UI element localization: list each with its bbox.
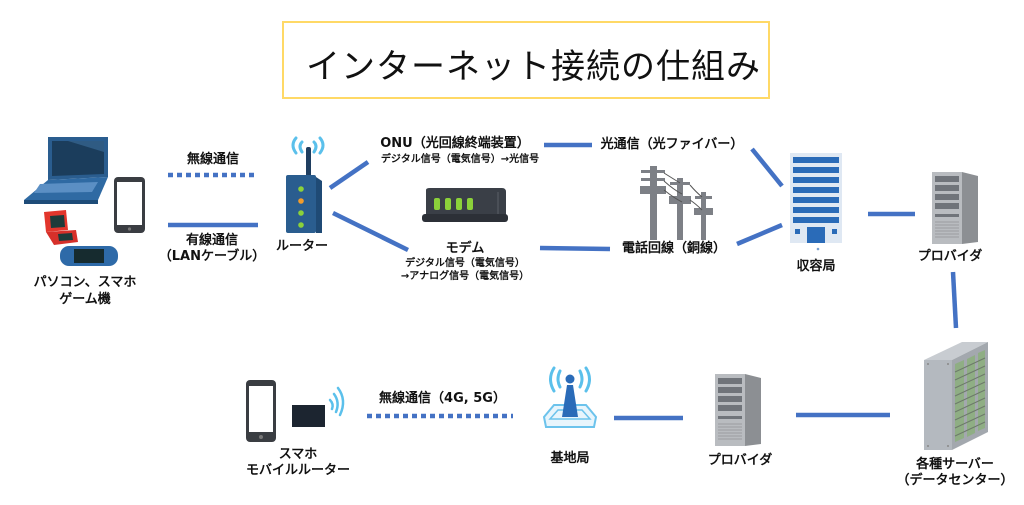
wired-label-line1: 有線通信 [185, 233, 238, 248]
smartphone-icon [114, 177, 145, 233]
modem-label: モデム [445, 241, 485, 256]
handheld-console-red-icon [44, 210, 78, 245]
page-title: インターネット接続の仕組み [306, 47, 761, 87]
router-modem-line [332, 210, 409, 253]
router-onu-line [328, 160, 370, 190]
modem-telephone-line [539, 245, 611, 252]
exchange-building-icon [790, 153, 842, 251]
data-center-label-line1: 各種サーバー [916, 457, 994, 472]
data-center-label-line2: （データセンター） [896, 473, 1014, 488]
provider-server-bottom-icon [715, 374, 761, 446]
wifi-signal-icon [291, 136, 325, 155]
onu-label: ONU（光回線終端装置） [380, 136, 530, 151]
devices-icon [24, 137, 145, 266]
exchange-label: 収容局 [796, 259, 836, 274]
provider-top-label: プロバイダ [917, 249, 983, 264]
provider-server-top-icon [932, 172, 978, 244]
base-station-icon [542, 366, 598, 428]
mobile-devices-icon [246, 380, 345, 442]
mobile-wireless-label: 無線通信（4G, 5G） [379, 391, 506, 406]
optical-exchange-line [750, 147, 784, 188]
provider-datacenter-line [950, 271, 959, 329]
wired-label-line2: （LANケーブル） [158, 249, 266, 264]
base-station-label: 基地局 [550, 451, 590, 466]
wifi-signal-icon [328, 386, 345, 417]
mobile-label-line2: モバイルルーター [245, 463, 350, 478]
router-icon [286, 136, 325, 233]
router-label: ルーター [275, 239, 328, 254]
telephone-exchange-line [736, 222, 783, 247]
modem-description-line2: →アナログ信号（電気信号） [400, 271, 530, 282]
data-center-icon [924, 342, 988, 450]
devices-label-line1: パソコン、スマホ [33, 275, 137, 290]
telephone-pole-icon [640, 166, 713, 240]
handheld-console-blue-icon [60, 246, 118, 266]
modem-icon [422, 188, 508, 222]
devices-label-line2: ゲーム機 [59, 292, 111, 307]
provider-bottom-label: プロバイダ [707, 453, 773, 468]
modem-description-line1: デジタル信号（電気信号） [405, 258, 525, 269]
mobile-router-icon [292, 405, 325, 427]
smartphone-icon [246, 380, 276, 442]
title-box: インターネット接続の仕組み [282, 21, 770, 99]
laptop-icon [24, 137, 108, 204]
wireless-label: 無線通信 [186, 152, 239, 167]
onu-description: デジタル信号（電気信号）→光信号 [380, 154, 540, 165]
mobile-label-line1: スマホ [278, 447, 318, 462]
optical-communication-label: 光通信（光ファイバー） [600, 137, 744, 152]
telephone-line-label: 電話回線（銅線） [621, 241, 726, 256]
